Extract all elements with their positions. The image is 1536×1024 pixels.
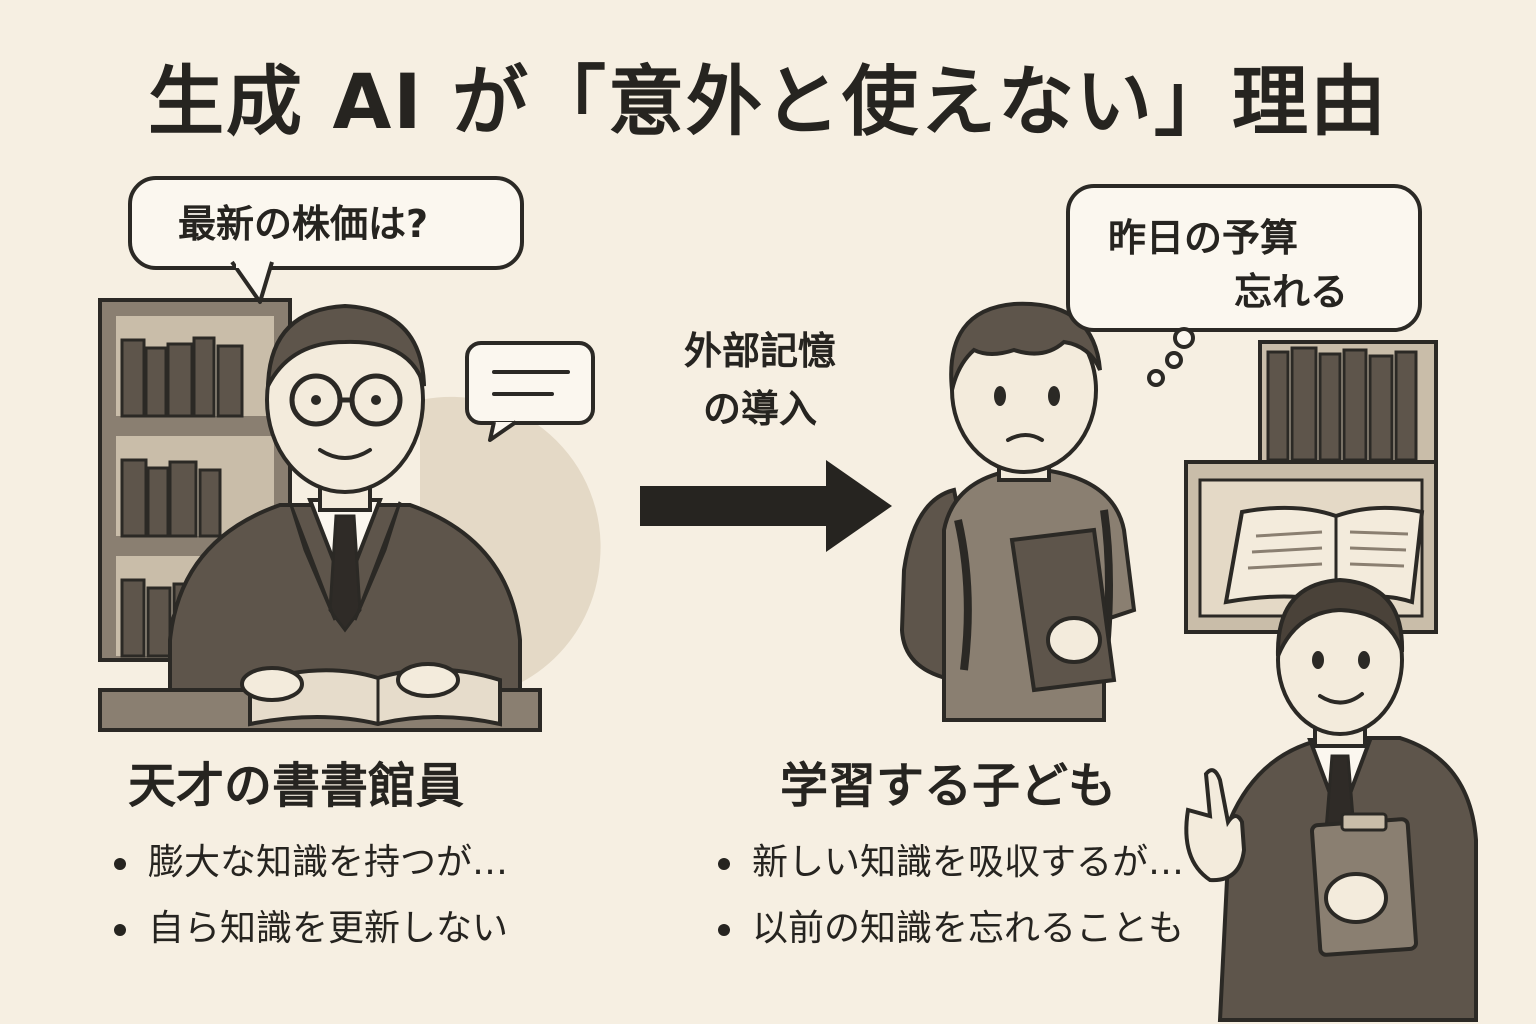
right-arrow-icon bbox=[640, 460, 892, 552]
bullet-dot-icon bbox=[718, 924, 730, 936]
thought-bubble-line1: 昨日の予算 bbox=[1108, 216, 1299, 260]
speech-bubble-tail-icon bbox=[230, 260, 274, 304]
librarian-bullet-list: 膨大な知識を持つが… 自ら知識を更新しない bbox=[112, 830, 508, 962]
child-bullet-list: 新しい知識を吸収するが… 以前の知識を忘れることも bbox=[716, 830, 1184, 962]
list-item: 以前の知識を忘れることも bbox=[716, 896, 1184, 962]
list-item: 膨大な知識を持つが… bbox=[112, 830, 508, 896]
list-item: 新しい知識を吸収するが… bbox=[716, 830, 1184, 896]
bullet-dot-icon bbox=[718, 858, 730, 870]
teacher-figure bbox=[1184, 577, 1478, 1022]
librarian-heading: 天才の書書館員 bbox=[128, 758, 465, 814]
child-heading: 学習する子ども bbox=[780, 758, 1117, 814]
desk-with-book bbox=[98, 662, 542, 732]
speech-bubble-text: 最新の株価は? bbox=[178, 202, 429, 246]
bullet-text: 膨大な知識を持つが… bbox=[148, 842, 509, 883]
page-title: 生成 AI が「意外と使えない」理由 bbox=[147, 57, 1388, 146]
list-item: 自ら知識を更新しない bbox=[112, 896, 508, 962]
thought-bubble-dots-icon bbox=[1147, 327, 1195, 387]
transition-label-line1: 外部記憶 bbox=[683, 329, 836, 373]
small-chat-bubble-icon bbox=[465, 341, 595, 442]
bullet-text: 自ら知識を更新しない bbox=[148, 908, 509, 949]
bullet-dot-icon bbox=[114, 858, 126, 870]
bullet-dot-icon bbox=[114, 924, 126, 936]
bullet-text: 新しい知識を吸収するが… bbox=[752, 842, 1185, 883]
bullet-text: 以前の知識を忘れることも bbox=[752, 908, 1185, 949]
transition-label-line2: の導入 bbox=[702, 387, 817, 431]
budget-thought-bubble: 昨日の予算 忘れる bbox=[1066, 184, 1422, 332]
transition-label: 外部記憶 の導入 bbox=[640, 322, 880, 438]
thought-bubble-line2: 忘れる bbox=[1234, 270, 1349, 314]
stock-price-speech-bubble: 最新の株価は? bbox=[128, 176, 524, 270]
student-figure bbox=[899, 301, 1137, 722]
right-bookshelf bbox=[1184, 340, 1438, 634]
